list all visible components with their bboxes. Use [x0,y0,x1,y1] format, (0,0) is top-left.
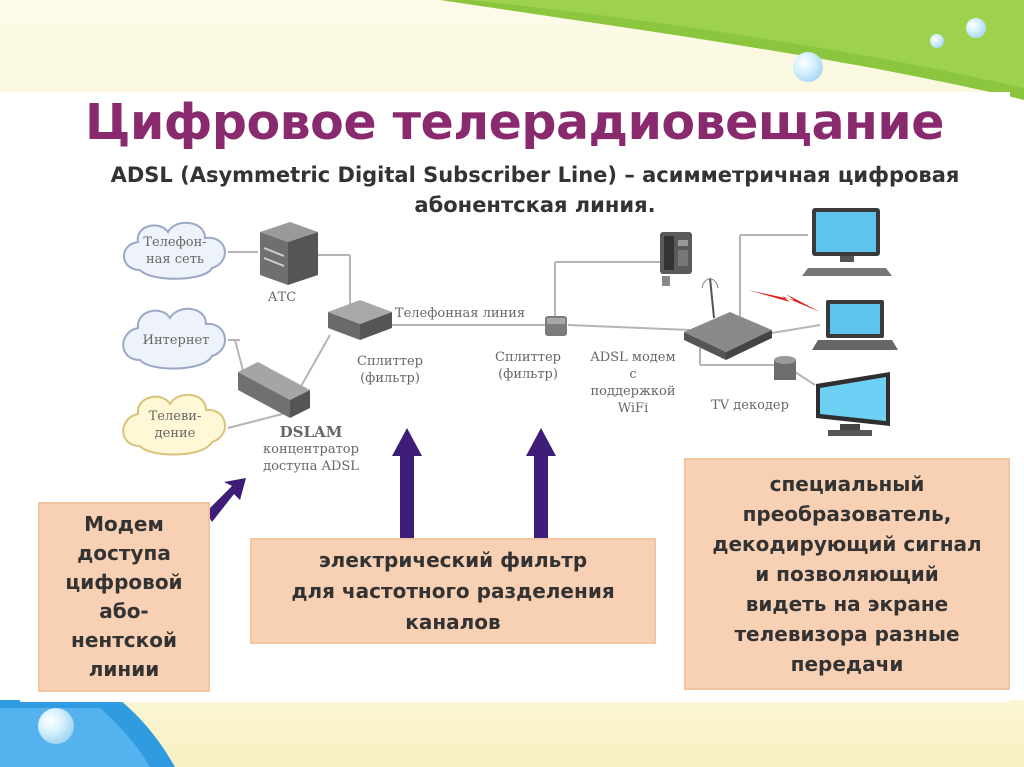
splitter-right-label: Сплиттер (фильтр) [488,349,568,383]
green-swoosh-decoration [440,0,1024,100]
atc-label: АТС [267,290,297,305]
subtitle-line: ADSL (Asymmetric Digital Subscriber Line… [110,163,960,187]
label-line: (фильтр) [360,371,420,386]
label-line: ADSL модем [590,350,676,365]
cloud-icon [122,394,226,456]
label-line: Сплиттер [357,354,423,369]
slide-title: Цифровое телерадиовещание [85,94,944,151]
label-line: доступа ADSL [263,459,359,474]
callout-line: специальный [769,472,925,496]
water-drop-decoration [930,34,944,48]
label-line: Сплиттер [495,350,561,365]
phone-line-label: Телефонная линия [394,306,526,321]
arrows [206,428,556,538]
splitter-left-icon [328,300,392,340]
label-line: WiFi [617,401,649,416]
callout-line: Модем [84,512,164,536]
callout-line: декодирующий сигнал [712,532,982,556]
callout-line: передачи [790,652,904,676]
cloud-icon [122,308,226,370]
adsl-modem-label: ADSL модем с поддержкой WiFi [588,349,678,417]
label-line: с поддержкой [590,367,676,399]
arrow-head [526,428,556,456]
label-line: ная сеть [146,252,204,267]
callout-line: электрический фильтр [318,547,588,572]
arrow-head [392,428,422,456]
callout-line: и позволяющий [755,562,939,586]
cloud-label-internet: Интернет [142,333,210,348]
callout-line: цифровой [65,570,183,594]
callout-line: нентской [71,628,177,652]
arrow-shaft [400,452,414,538]
wifi-signal-icon [748,290,820,312]
water-drop-decoration [38,708,74,744]
callout-line: для частотного разделения [291,578,615,603]
callout-line: телевизора разные [734,622,960,646]
label-line: DSLAM [279,423,343,441]
laptop-icon [812,300,898,350]
arrow-to-dslam [206,478,246,522]
water-drop-decoration [793,52,823,82]
cloud-label-phone-net: Телефон- ная сеть [140,234,210,268]
phone-icon [660,232,692,286]
tv-decoder-icon [774,356,796,380]
filter-callout-box: электрический фильтр для частотного разд… [250,538,656,644]
desktop-computer-icon [802,208,892,276]
subtitle-line: абонентская линия. [414,193,656,217]
callout-line: або- [99,599,149,623]
callout-line: видеть на экране [745,592,949,616]
slide-subtitle: ADSL (Asymmetric Digital Subscriber Line… [55,160,1015,220]
modem-callout-box: Модем доступа цифровой або- нентской лин… [38,502,210,692]
callout-line: доступа [77,541,171,565]
cloud-label-tv: Телеви- дение [140,408,210,442]
bottom-band [0,700,1024,767]
atc-server-icon [260,222,318,285]
callout-line: каналов [405,609,501,634]
callout-line: преобразователь, [742,502,952,526]
label-line: (фильтр) [498,367,558,382]
cloud-icon [123,222,226,280]
dslam-icon [238,362,310,418]
splitter-left-label: Сплиттер (фильтр) [352,353,428,387]
water-drop-decoration [966,18,986,38]
label-line: Телеви- [148,409,202,424]
label-line: Телефон- [143,235,207,250]
connection-lines [227,234,821,429]
arrow-shaft [534,452,548,538]
label-line: концентратор [263,442,359,457]
tv-icon [816,372,890,436]
decoder-callout-box: специальный преобразователь, декодирующи… [684,458,1010,690]
splitter-right-icon [545,316,567,336]
adsl-modem-icon [684,277,772,360]
callout-line: линии [88,657,160,681]
dslam-label: DSLAM концентратор доступа ADSL [246,424,376,475]
label-line: дение [154,426,196,441]
tv-decoder-label: TV декодер [711,398,789,413]
